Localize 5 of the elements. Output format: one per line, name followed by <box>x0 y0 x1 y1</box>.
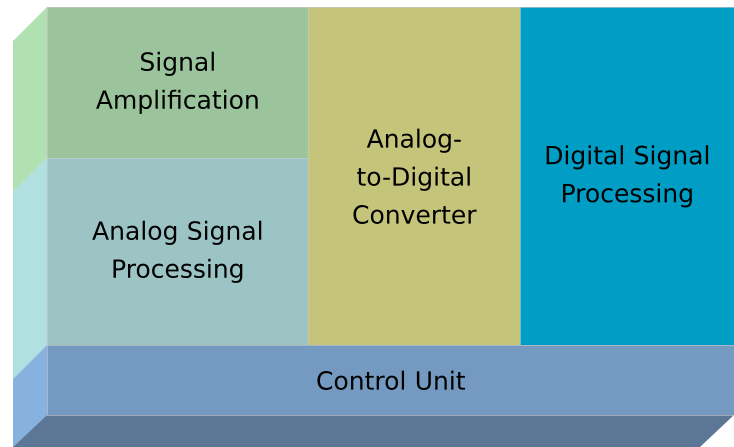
block: Analog Signal Processing <box>13 158 309 379</box>
block: Analog-to-Digital Converter <box>308 7 521 346</box>
block: Signal Amplification <box>13 7 309 192</box>
block: Digital Signal Processing <box>520 7 734 346</box>
block: Control Unit <box>13 345 734 447</box>
